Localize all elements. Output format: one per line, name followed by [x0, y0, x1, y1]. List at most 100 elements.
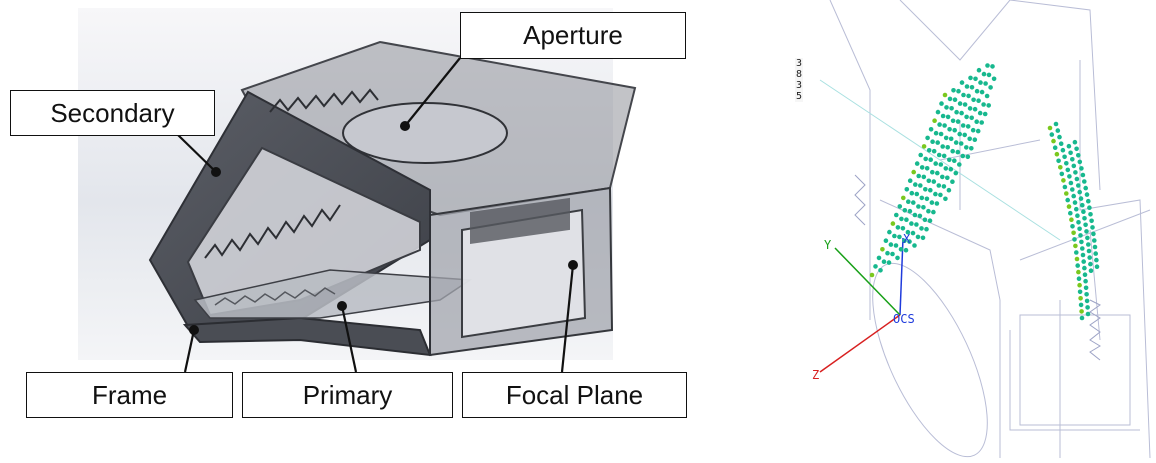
trace-point [923, 187, 928, 192]
trace-point [925, 135, 930, 141]
trace-point [1092, 238, 1097, 243]
trace-point [928, 157, 933, 162]
trace-point [952, 127, 957, 133]
trace-point [974, 88, 980, 94]
wire-edge [1089, 229, 1101, 341]
trace-point [1066, 143, 1072, 149]
trace-point [961, 92, 966, 98]
trace-point [907, 239, 912, 244]
trace-point [1074, 206, 1079, 212]
trace-point [1087, 255, 1092, 260]
trace-point [1086, 242, 1091, 247]
trace-point [1076, 183, 1081, 188]
trace-point [924, 226, 929, 232]
trace-point [1077, 282, 1082, 288]
trace-point [965, 124, 971, 129]
trace-point [1081, 259, 1086, 264]
trace-point [1067, 174, 1072, 179]
trace-point [932, 118, 937, 123]
trace-point [921, 144, 927, 149]
trace-point [979, 120, 984, 125]
wire-edge [1079, 60, 1151, 459]
trace-point [897, 234, 902, 240]
trace-point [981, 102, 986, 107]
trace-point [1079, 239, 1084, 245]
trace-point [1072, 139, 1078, 145]
trace-point [1073, 170, 1078, 175]
trace-point [906, 199, 911, 204]
trace-point [988, 85, 993, 90]
trace-point [950, 118, 956, 124]
trace-point [1071, 230, 1076, 236]
trace-point [952, 158, 957, 163]
trace-point [1047, 125, 1053, 131]
trace-point [921, 174, 927, 180]
trace-point [1079, 315, 1085, 321]
trace-point [1064, 191, 1069, 196]
trace-point [1090, 225, 1095, 230]
trace-point [922, 217, 928, 223]
trace-point [1084, 229, 1089, 234]
trace-point [1074, 250, 1079, 255]
trace-point [938, 192, 943, 198]
trace-point [948, 166, 954, 172]
trace-point [901, 195, 906, 201]
trace-point [936, 152, 942, 158]
wire-edge [899, 0, 1011, 61]
trace-point [940, 113, 946, 119]
trace-point [880, 247, 885, 252]
trace-point [947, 96, 953, 102]
trace-point [924, 196, 930, 202]
trace-point [1085, 311, 1091, 317]
trace-point [888, 242, 894, 247]
trace-point [1054, 151, 1060, 157]
trace-point [1077, 289, 1083, 295]
trace-point [977, 110, 983, 116]
trace-point [979, 89, 985, 95]
digit: 8 [796, 69, 803, 80]
trace-point [933, 161, 938, 166]
trace-point [1076, 269, 1081, 275]
trace-point [1080, 172, 1086, 178]
trace-point [943, 196, 948, 202]
trace-point [1066, 204, 1072, 209]
trace-point [1083, 222, 1088, 228]
trace-point [911, 200, 916, 205]
callout-dots [189, 121, 578, 335]
trace-point [910, 230, 916, 236]
trace-point [1088, 261, 1093, 267]
trace-point [927, 218, 933, 223]
trace-point [1076, 220, 1081, 225]
trace-point [902, 238, 907, 244]
trace-point [955, 149, 961, 155]
focal-plane-label: Focal Plane [462, 372, 687, 418]
trace-point [1094, 257, 1099, 263]
trace-point [1055, 128, 1061, 133]
trace-point [1072, 200, 1078, 205]
trace-point [902, 208, 908, 213]
trace-point [905, 229, 911, 235]
trace-point [1075, 213, 1080, 218]
trace-point [950, 148, 955, 154]
y-axis-label: Y [824, 238, 832, 252]
trace-point [956, 88, 961, 94]
trace-point [890, 221, 896, 226]
trace-point [898, 247, 904, 252]
trace-point [907, 208, 913, 214]
trace-point [951, 88, 956, 93]
trace-point [1088, 268, 1094, 274]
trace-point [1089, 218, 1094, 224]
trace-point [929, 200, 935, 205]
trace-point [938, 162, 944, 167]
trace-point [942, 92, 948, 98]
trace-point [936, 183, 942, 188]
trace-point [1070, 157, 1075, 162]
trace-point [949, 106, 954, 111]
trace-point [909, 221, 914, 226]
trace-point [1085, 235, 1090, 241]
trace-point [1086, 198, 1091, 204]
secondary-label: Secondary [10, 90, 215, 136]
trace-point [968, 75, 973, 81]
trace-point [935, 140, 940, 145]
